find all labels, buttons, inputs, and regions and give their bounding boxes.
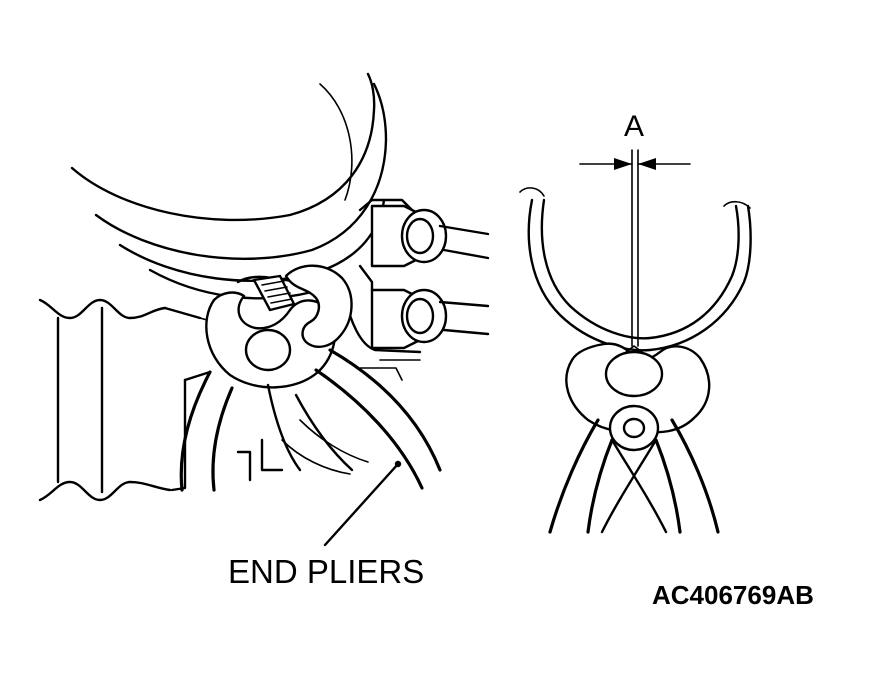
dimension-a-label: A (624, 110, 644, 143)
end-pliers-label: END PLIERS (228, 553, 424, 590)
leader-end-pliers (323, 460, 402, 547)
right-view: A AC406769AB (519, 110, 814, 610)
corrugated-boot (38, 298, 215, 502)
figure-code: AC406769AB (652, 580, 814, 610)
end-pliers-right (548, 342, 720, 534)
end-pliers-left (179, 264, 442, 492)
dimension-a: A (579, 110, 691, 347)
boot-housing (70, 72, 388, 300)
left-view: END PLIERS (38, 72, 490, 590)
clamp-band-section (519, 187, 752, 352)
pipe-fittings (344, 198, 490, 381)
